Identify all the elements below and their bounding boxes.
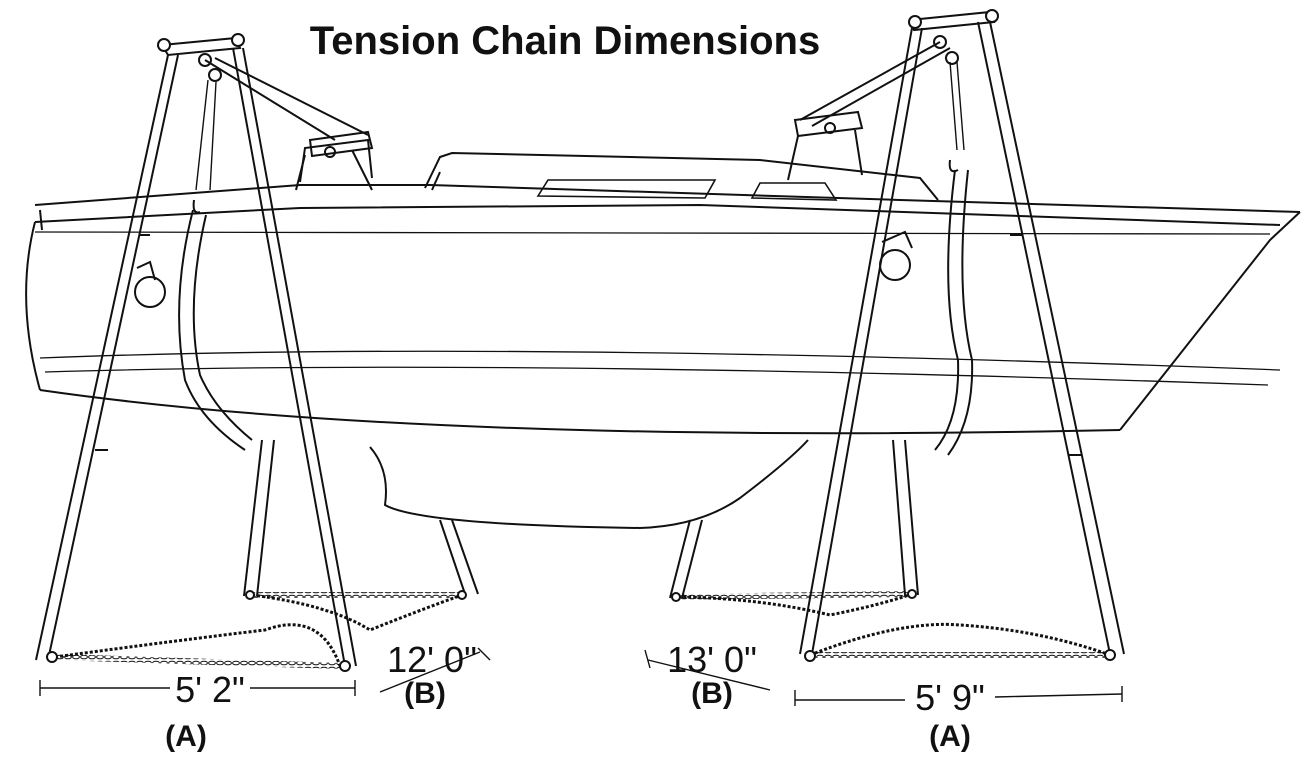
right-dimension-b-value: 13' 0" [667, 639, 757, 680]
left-dimension-a-label: (A) [165, 720, 207, 752]
right-dimension-a-value: 5' 9" [915, 677, 985, 718]
sailboat-hull [25, 138, 1301, 530]
left-dimension-b-value: 12' 0" [387, 639, 477, 680]
right-dimension-b-label: (B) [691, 677, 733, 710]
right-dimension-a-label: (A) [929, 720, 971, 752]
diagram-title: Tension Chain Dimensions [310, 19, 820, 63]
left-dimension-a-value: 5' 2" [175, 669, 245, 710]
left-boat-stand [35, 33, 479, 672]
right-boat-stand [669, 9, 1125, 662]
left-dimension-b-label: (B) [404, 677, 446, 710]
dimension-lines [39, 647, 1123, 706]
